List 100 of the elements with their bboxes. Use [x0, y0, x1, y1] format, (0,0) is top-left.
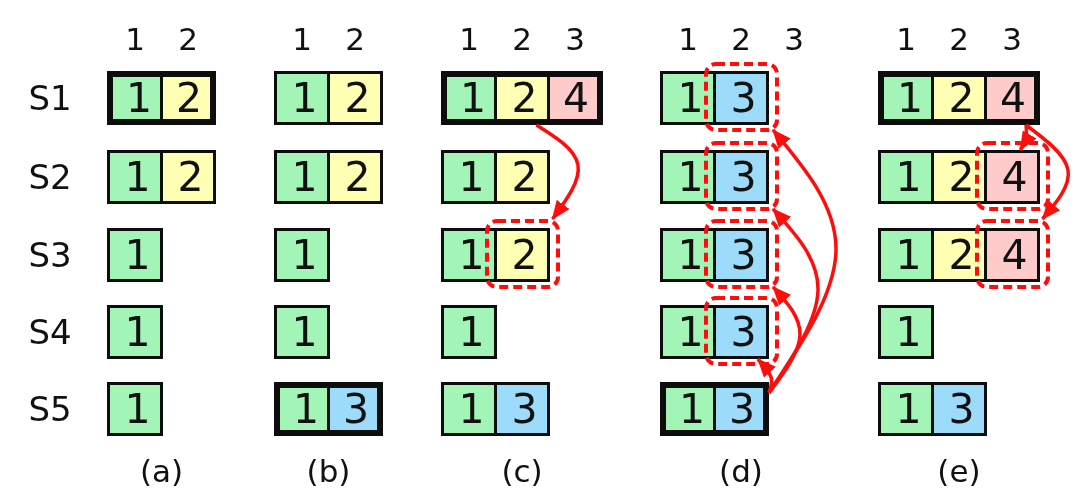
log-entry [984, 71, 1040, 125]
term-number: 2 [948, 157, 975, 197]
log-entry [327, 71, 383, 125]
log-entry [931, 71, 984, 125]
term-number: 4 [999, 78, 1027, 118]
log-entry [713, 71, 769, 125]
term-number: 1 [677, 235, 704, 275]
term-number: 4 [1001, 235, 1028, 275]
column-index: 1 [292, 23, 312, 55]
column-index: 1 [125, 23, 145, 55]
column-index: 2 [345, 23, 365, 55]
column-index: 2 [512, 23, 532, 55]
server-label: S4 [28, 315, 72, 349]
log-entry [660, 150, 713, 204]
column-index: 2 [178, 23, 198, 55]
dashed-highlight-box [704, 141, 779, 211]
log-entry [660, 305, 713, 359]
server-label: S3 [28, 238, 72, 272]
log-entry [441, 228, 494, 282]
log-entry [984, 228, 1040, 282]
log-entry [494, 150, 550, 204]
server-label: S1 [28, 81, 72, 115]
dashed-highlight-box [485, 219, 560, 289]
column-index: 2 [731, 23, 751, 55]
term-number: 1 [291, 157, 318, 197]
term-number: 1 [292, 389, 320, 429]
term-number: 1 [458, 235, 485, 275]
term-number: 1 [896, 78, 924, 118]
term-number: 2 [177, 157, 204, 197]
log-entry [327, 382, 383, 436]
log-entry [931, 382, 987, 436]
term-number: 2 [948, 235, 975, 275]
term-number: 1 [677, 78, 704, 118]
log-entry [107, 150, 160, 204]
term-number: 1 [895, 312, 922, 352]
server-label: S5 [28, 392, 72, 426]
log-entry [878, 382, 931, 436]
term-number: 4 [1001, 157, 1028, 197]
log-entry [494, 228, 550, 282]
term-number: 3 [728, 389, 756, 429]
term-number: 3 [730, 78, 757, 118]
dashed-highlight-box [704, 62, 779, 132]
panel-caption: (e) [937, 455, 981, 487]
term-number: 1 [677, 312, 704, 352]
term-number: 3 [730, 235, 757, 275]
term-number: 2 [344, 157, 371, 197]
term-number: 1 [291, 78, 318, 118]
log-entry [878, 305, 934, 359]
term-number: 1 [677, 157, 704, 197]
term-number: 3 [730, 312, 757, 352]
log-entry [660, 228, 713, 282]
log-entry [107, 228, 163, 282]
log-entry [107, 305, 163, 359]
log-entry [107, 71, 160, 125]
log-entry [984, 150, 1040, 204]
panel-caption: (b) [306, 455, 351, 487]
column-index: 1 [459, 23, 479, 55]
log-entry [878, 71, 931, 125]
arrow [767, 128, 838, 394]
log-entry [713, 305, 769, 359]
log-entry [327, 150, 383, 204]
log-entry [660, 382, 713, 436]
term-number: 3 [342, 389, 370, 429]
log-entry [547, 71, 603, 125]
term-number: 1 [459, 78, 487, 118]
log-entry [274, 382, 327, 436]
dashed-highlight-box [975, 219, 1050, 289]
server-label: S2 [28, 160, 72, 194]
log-entry [931, 228, 984, 282]
term-number: 1 [124, 157, 151, 197]
log-entry [160, 150, 216, 204]
log-entry [494, 71, 547, 125]
term-number: 3 [511, 389, 538, 429]
term-number: 2 [948, 78, 975, 118]
term-number: 2 [511, 235, 538, 275]
column-index: 3 [1002, 23, 1022, 55]
log-entry [441, 71, 494, 125]
term-number: 1 [124, 235, 151, 275]
column-index: 2 [949, 23, 969, 55]
log-entry [160, 71, 216, 125]
column-index: 1 [896, 23, 916, 55]
log-entry [107, 382, 163, 436]
arrow [756, 357, 776, 394]
log-entry [274, 150, 327, 204]
log-entry [931, 150, 984, 204]
term-number: 1 [124, 389, 151, 429]
log-entry [660, 71, 713, 125]
log-entry [713, 150, 769, 204]
dashed-highlight-box [704, 296, 779, 366]
panel-caption: (c) [501, 455, 543, 487]
term-number: 1 [291, 235, 318, 275]
term-number: 3 [948, 389, 975, 429]
term-number: 1 [895, 235, 922, 275]
log-entry [441, 150, 494, 204]
term-number: 2 [511, 157, 538, 197]
panel-caption: (d) [719, 455, 763, 487]
log-entry [878, 228, 931, 282]
term-number: 1 [458, 312, 485, 352]
term-number: 2 [344, 78, 371, 118]
log-entry [274, 228, 330, 282]
